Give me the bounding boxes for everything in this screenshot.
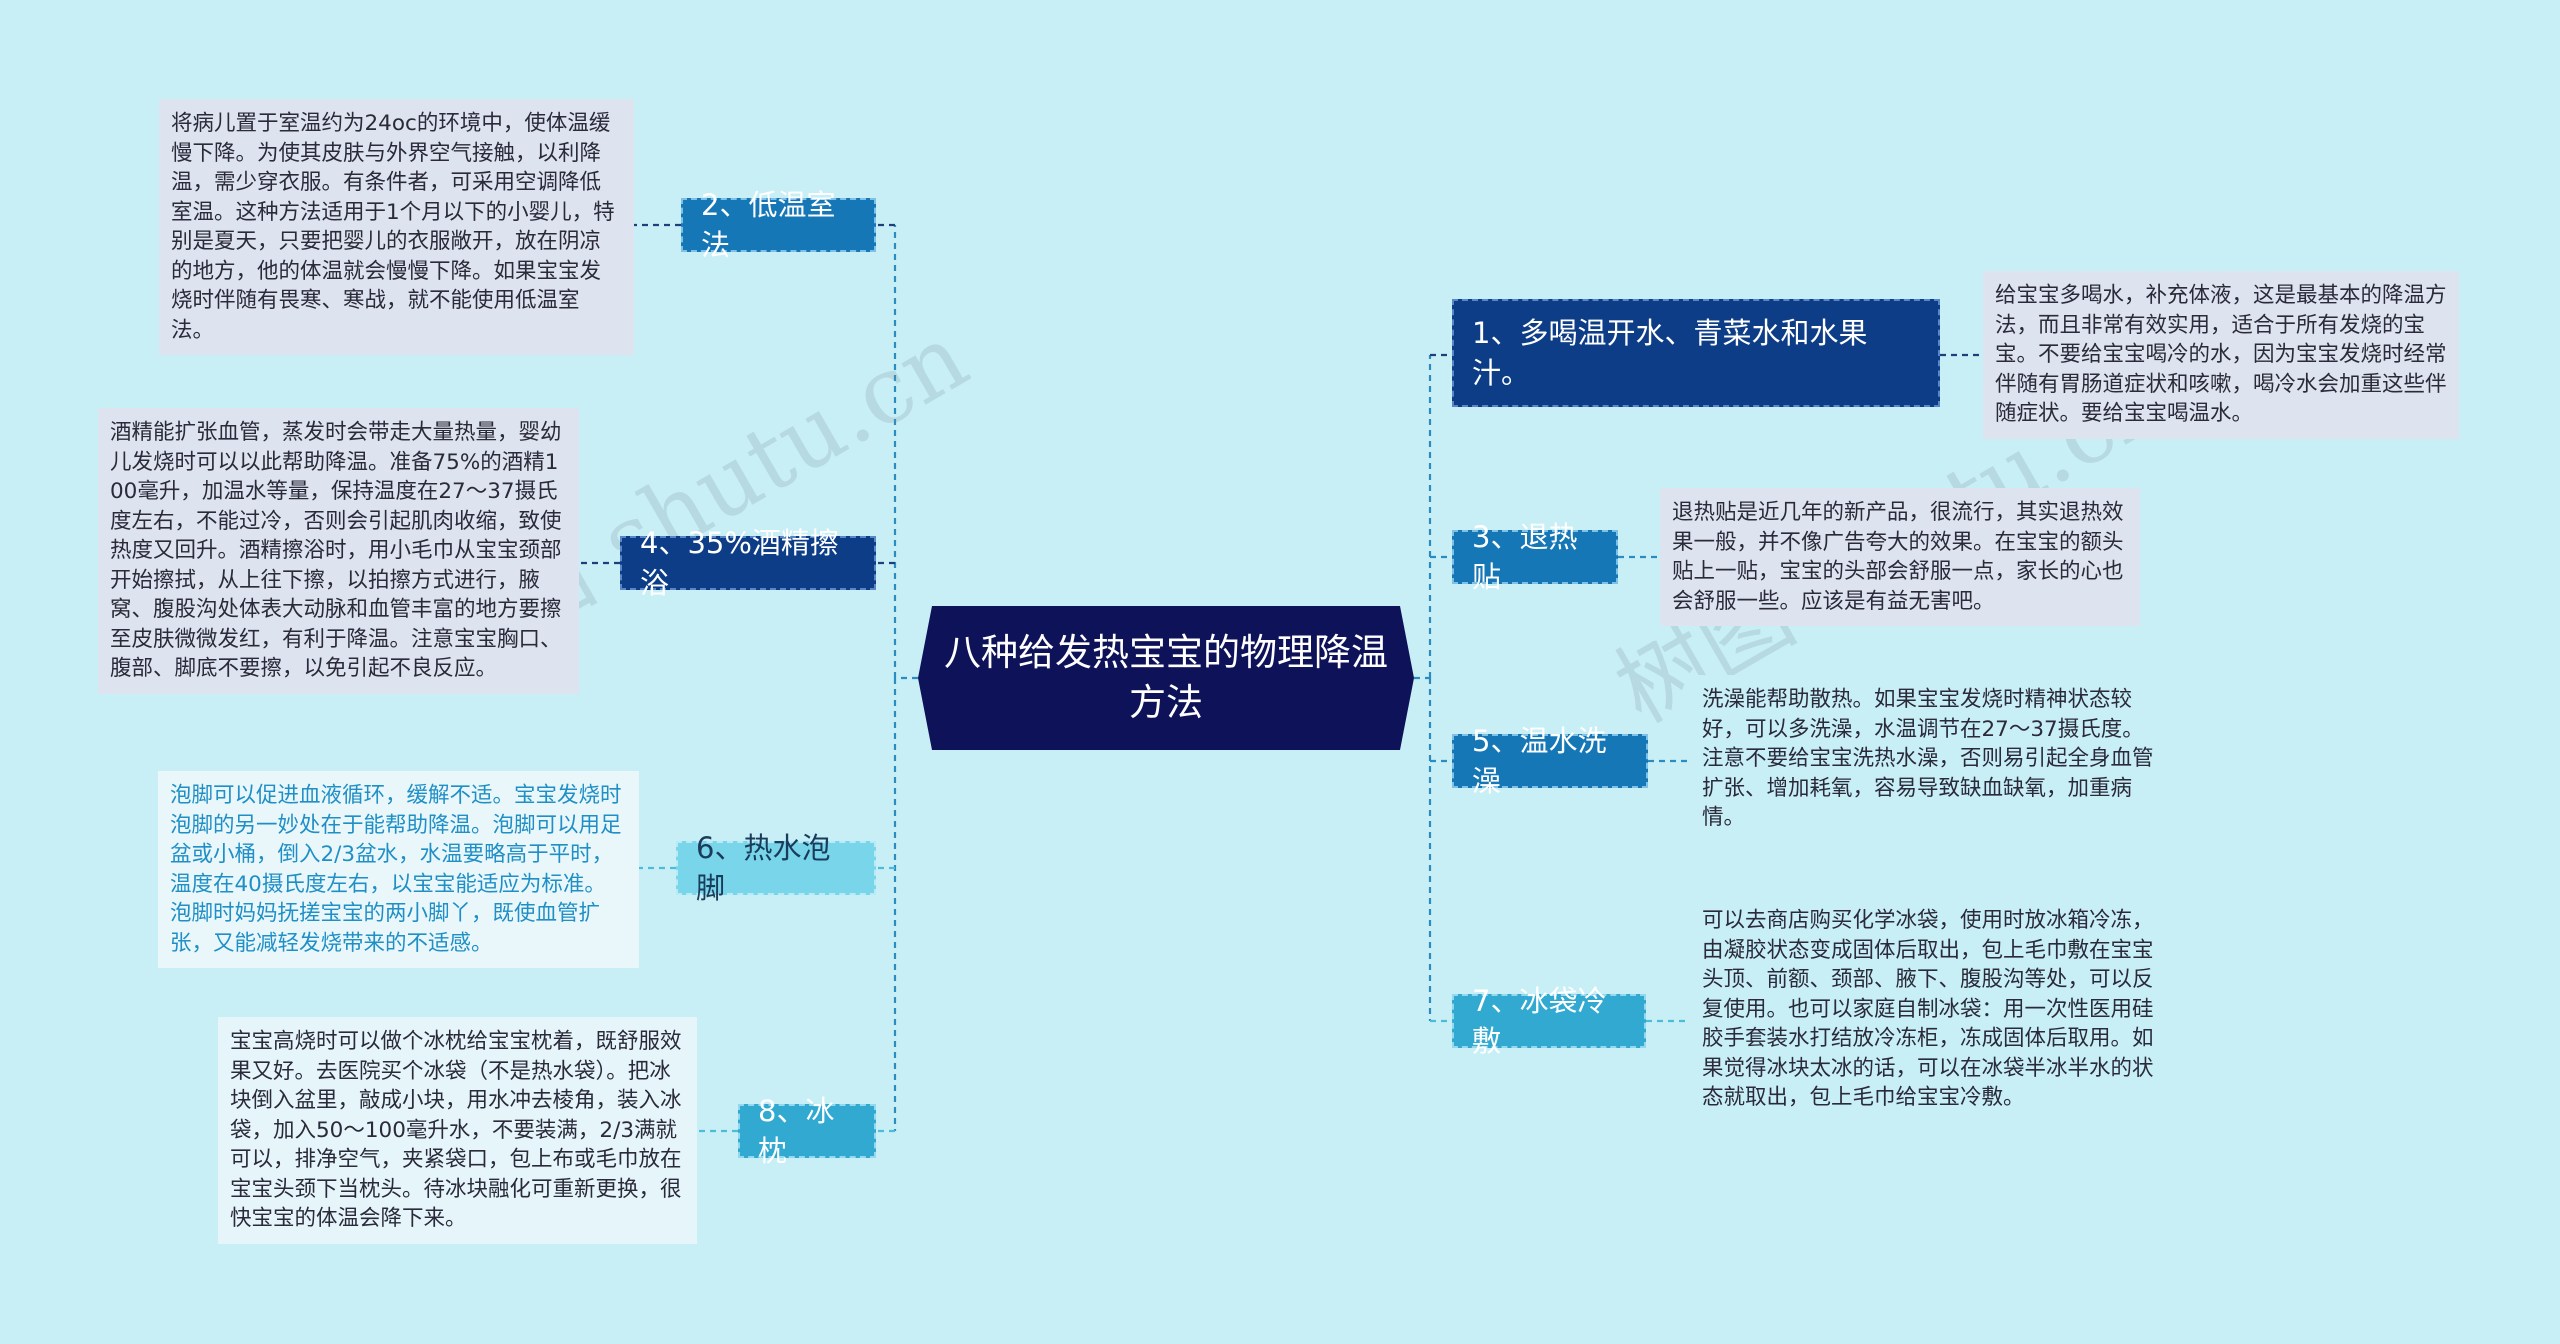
- branch-6-label: 6、热水泡脚: [696, 831, 831, 905]
- branch-1[interactable]: 1、多喝温开水、青菜水和水果汁。: [1452, 299, 1940, 407]
- branch-5-label: 5、温水洗澡: [1472, 724, 1607, 798]
- branch-2[interactable]: 2、低温室法: [681, 188, 876, 262]
- leaf-detail-4: 酒精能扩张血管，蒸发时会带走大量热量，婴幼儿发烧时可以以此帮助降温。准备75%的…: [98, 408, 579, 694]
- root-title: 八种给发热宝宝的物理降温方法: [944, 631, 1388, 724]
- branch-2-label: 2、低温室法: [701, 188, 836, 262]
- branch-4-label: 4、35%酒精擦浴: [640, 526, 839, 600]
- branch-1-label: 1、多喝温开水、青菜水和水果汁。: [1472, 316, 1868, 390]
- branch-3[interactable]: 3、退热贴: [1452, 520, 1618, 594]
- leaf-detail-2: 将病儿置于室温约为24oc的环境中，使体温缓慢下降。为使其皮肤与外界空气接触，以…: [159, 99, 634, 355]
- branch-8-label: 8、冰枕: [758, 1094, 835, 1168]
- branch-4[interactable]: 4、35%酒精擦浴: [620, 526, 876, 600]
- branch-5[interactable]: 5、温水洗澡: [1452, 724, 1648, 798]
- branch-3-label: 3、退热贴: [1472, 520, 1578, 594]
- branch-6[interactable]: 6、热水泡脚: [676, 831, 876, 905]
- connector-root-right: [1414, 355, 1432, 1021]
- branch-8[interactable]: 8、冰枕: [738, 1094, 876, 1168]
- root-topic[interactable]: 八种给发热宝宝的物理降温方法: [918, 606, 1414, 750]
- leaf-detail-1: 给宝宝多喝水，补充体液，这是最基本的降温方法，而且非常有效实用，适合于所有发烧的…: [1983, 271, 2459, 439]
- branch-7-label: 7、冰袋冷敷: [1472, 984, 1607, 1058]
- connector-root-left: [893, 225, 918, 1131]
- leaf-detail-6: 泡脚可以促进血液循环，缓解不适。宝宝发烧时泡脚的另一妙处在于能帮助降温。泡脚可以…: [158, 771, 639, 968]
- leaf-detail-3: 退热贴是近几年的新产品，很流行，其实退热效果一般，并不像广告夸大的效果。在宝宝的…: [1660, 488, 2140, 626]
- leaf-detail-5: 洗澡能帮助散热。如果宝宝发烧时精神状态较好，可以多洗澡，水温调节在27～37摄氏…: [1690, 675, 2170, 843]
- branch-7[interactable]: 7、冰袋冷敷: [1452, 984, 1646, 1058]
- leaf-detail-7: 可以去商店购买化学冰袋，使用时放冰箱冷冻，由凝胶状态变成固体后取出，包上毛巾敷在…: [1690, 896, 2170, 1123]
- leaf-detail-8: 宝宝高烧时可以做个冰枕给宝宝枕着，既舒服效果又好。去医院买个冰袋（不是热水袋）。…: [218, 1017, 697, 1244]
